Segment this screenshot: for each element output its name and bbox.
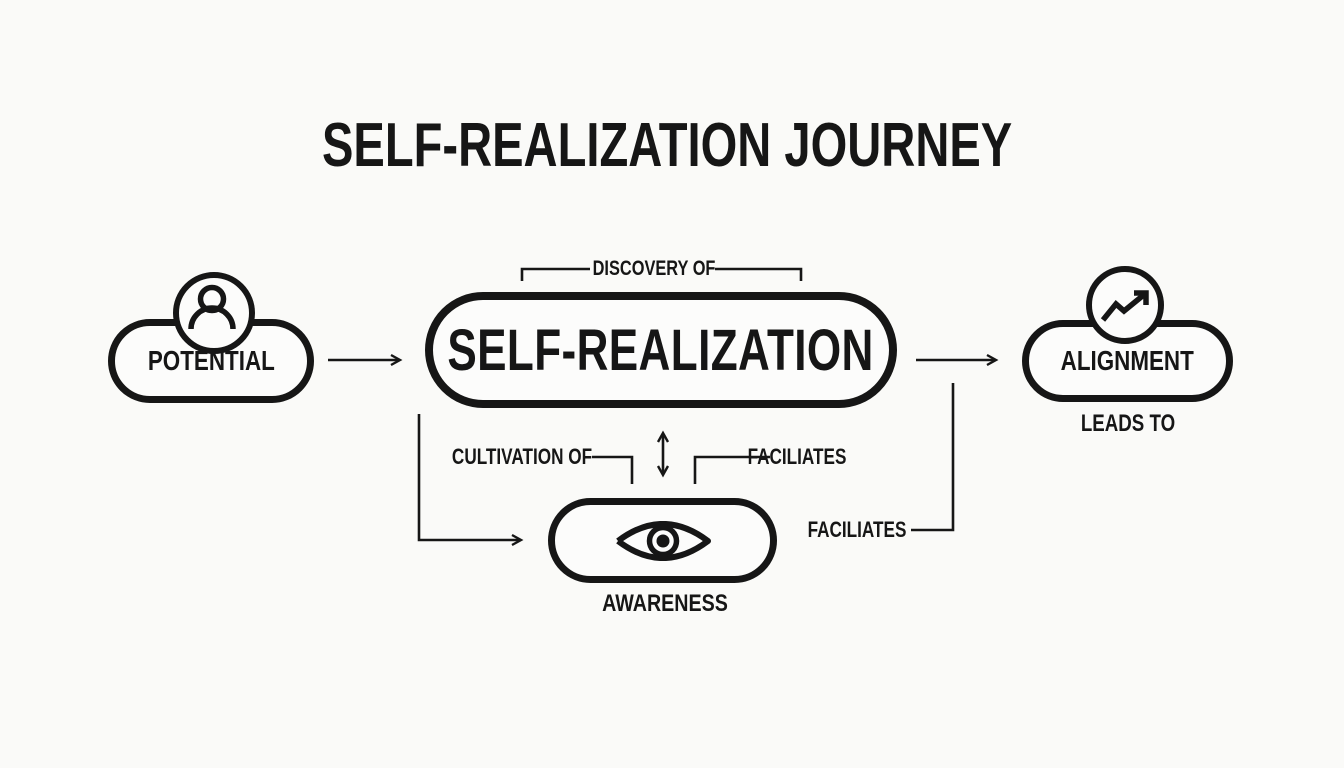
- discovery-bracket-right: [715, 267, 803, 281]
- diagram-title-text: SELF-REALIZATION JOURNEY: [321, 111, 1013, 180]
- discovery-bracket-left: [520, 267, 590, 281]
- awareness-node: [548, 498, 777, 583]
- self-realization-label: SELF-REALIZATION: [447, 317, 875, 383]
- eye-icon: [615, 520, 711, 561]
- person-icon: [173, 272, 255, 354]
- cultivation-elbow-arrow: [417, 414, 524, 547]
- cultivation-label-tick: [592, 455, 634, 484]
- trend-up-icon: [1086, 266, 1164, 344]
- faciliates-upper-tick: [693, 455, 770, 484]
- faciliates-lower-connector: [911, 383, 955, 532]
- cultivation-of-label: CULTIVATION OF: [451, 444, 593, 469]
- self-realization-node: SELF-REALIZATION: [425, 292, 897, 408]
- leads-to-label: LEADS TO: [1080, 410, 1176, 437]
- diagram-title: SELF-REALIZATION JOURNEY: [0, 111, 1334, 180]
- faciliates-upper-label: FACILIATES: [747, 444, 847, 469]
- awareness-label: AWARENESS: [602, 590, 728, 617]
- discovery-of-label: DISCOVERY OF: [592, 257, 716, 280]
- alignment-label: ALIGNMENT: [1060, 345, 1195, 376]
- faciliates-lower-label: FACILIATES: [807, 517, 907, 542]
